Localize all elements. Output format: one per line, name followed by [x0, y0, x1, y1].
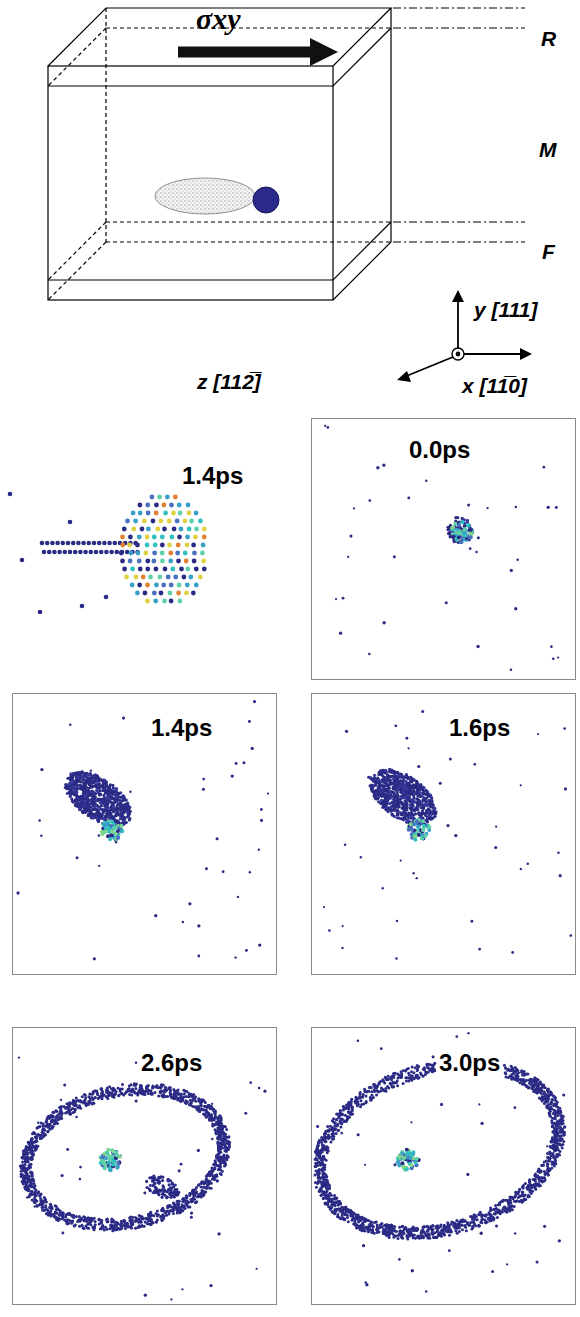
fixed-layer-F	[48, 222, 391, 280]
dislocation-loop	[155, 178, 255, 214]
box-right-face	[333, 8, 391, 300]
void-particle	[253, 187, 279, 213]
layer-leaders	[393, 8, 525, 242]
shear-arrowhead	[310, 38, 338, 66]
